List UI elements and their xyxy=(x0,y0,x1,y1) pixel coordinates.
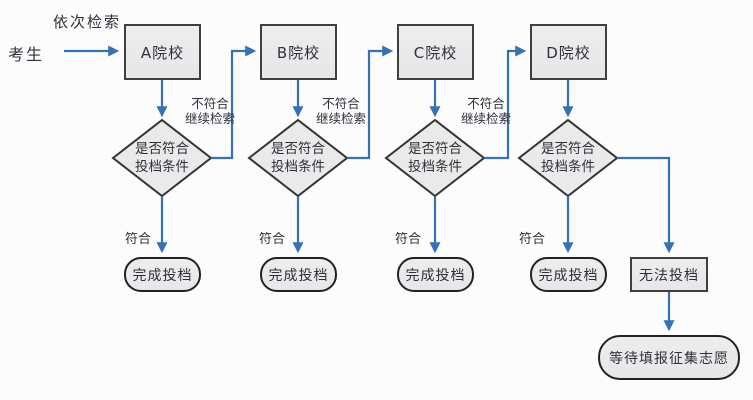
college-box-b: B院校 xyxy=(260,24,337,80)
sequence-search-label: 依次检索 xyxy=(53,13,122,31)
decision-text-d: 是否符合 投档条件 xyxy=(523,140,613,176)
college-box-c: C院校 xyxy=(397,24,474,80)
match-label-b: 符合 xyxy=(258,232,285,247)
match-label-d: 符合 xyxy=(518,232,545,247)
college-box-d: D院校 xyxy=(530,24,607,80)
no-match-label-a: 不符合 继续检索 xyxy=(180,96,240,126)
complete-node-c: 完成投档 xyxy=(397,257,474,292)
cannot-file-node: 无法投档 xyxy=(630,257,708,292)
arrow-a-no-match-to-b xyxy=(211,45,257,160)
decision-text-b-line1: 是否符合 xyxy=(271,141,325,157)
candidate-label: 考生 xyxy=(8,45,45,64)
no-match-label-a-line1: 不符合 xyxy=(191,96,229,111)
no-match-label-b-line2: 继续检索 xyxy=(315,111,366,126)
decision-text-b-line2: 投档条件 xyxy=(271,159,325,175)
decision-text-d-line2: 投档条件 xyxy=(541,159,595,175)
no-match-label-c-line2: 继续检索 xyxy=(460,111,511,126)
arrow-d-no-match-to-cannot xyxy=(617,156,675,254)
decision-text-a-line1: 是否符合 xyxy=(135,141,189,157)
arrow-b-no-match-to-c xyxy=(347,45,394,160)
complete-node-b: 完成投档 xyxy=(260,257,337,292)
match-label-c: 符合 xyxy=(394,232,421,247)
decision-text-c: 是否符合 投档条件 xyxy=(390,140,480,176)
complete-node-a: 完成投档 xyxy=(124,257,201,292)
no-match-label-c-line1: 不符合 xyxy=(467,96,505,111)
decision-text-a-line2: 投档条件 xyxy=(135,159,189,175)
decision-text-c-line1: 是否符合 xyxy=(408,141,462,157)
match-label-a: 符合 xyxy=(124,232,151,247)
no-match-label-b-line1: 不符合 xyxy=(322,96,360,111)
wait-node: 等待填报征集志愿 xyxy=(598,335,740,380)
decision-text-c-line2: 投档条件 xyxy=(408,159,462,175)
complete-node-d: 完成投档 xyxy=(530,257,607,292)
no-match-label-a-line2: 继续检索 xyxy=(184,111,235,126)
decision-text-a: 是否符合 投档条件 xyxy=(117,140,207,176)
decision-text-d-line1: 是否符合 xyxy=(541,141,595,157)
arrow-c-no-match-to-d xyxy=(484,45,527,160)
decision-text-b: 是否符合 投档条件 xyxy=(253,140,343,176)
no-match-label-c: 不符合 继续检索 xyxy=(456,96,516,126)
college-box-a: A院校 xyxy=(124,24,201,80)
no-match-label-b: 不符合 继续检索 xyxy=(311,96,371,126)
